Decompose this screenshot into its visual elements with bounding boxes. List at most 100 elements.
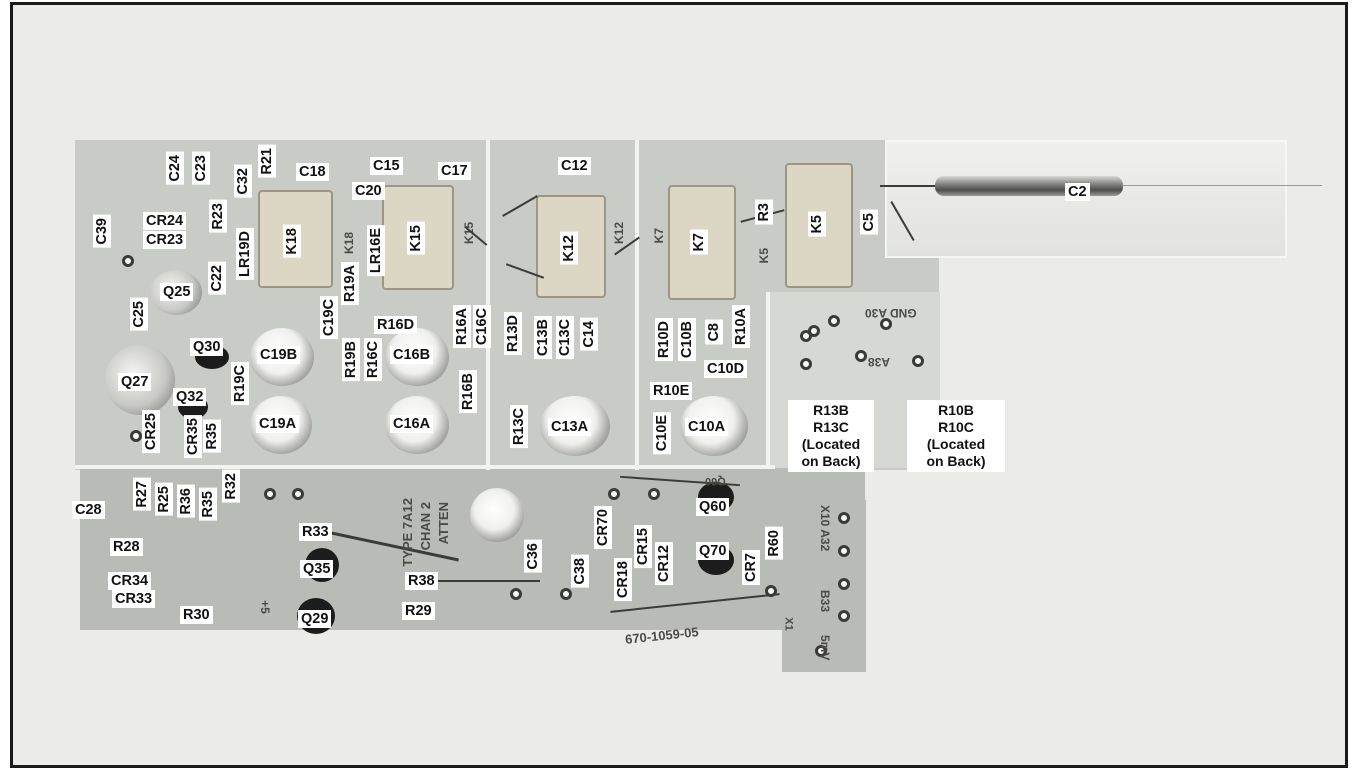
label-cr24: CR24 bbox=[143, 212, 187, 230]
label-r19b: R19B bbox=[342, 338, 360, 382]
silk-type: TYPE 7A12 bbox=[400, 498, 415, 567]
pad bbox=[800, 330, 812, 342]
label-lr16e: LR16E bbox=[367, 225, 385, 277]
label-r25: R25 bbox=[155, 483, 173, 516]
label-r16d: R16D bbox=[374, 316, 418, 334]
label-c8: C8 bbox=[705, 320, 723, 345]
note-line: (Located bbox=[926, 436, 986, 452]
lower-board-tab bbox=[782, 500, 866, 672]
label-c19c: C19C bbox=[320, 296, 338, 340]
pad bbox=[122, 255, 134, 267]
label-c5: C5 bbox=[860, 210, 878, 235]
label-r13c: R13C bbox=[510, 405, 528, 449]
label-c23: C23 bbox=[192, 152, 210, 185]
label-q27: Q27 bbox=[118, 373, 152, 391]
silk-b33: B33 bbox=[818, 590, 832, 613]
note-line: on Back) bbox=[801, 453, 861, 469]
label-r28: R28 bbox=[110, 538, 143, 556]
label-c17: C17 bbox=[438, 162, 471, 180]
silk-a38: A38 bbox=[868, 355, 891, 369]
relay-k7 bbox=[668, 185, 736, 300]
label-cr23: CR23 bbox=[143, 231, 187, 249]
label-c39: C39 bbox=[93, 215, 111, 248]
label-c38: C38 bbox=[571, 555, 589, 588]
label-cr34: CR34 bbox=[108, 572, 152, 590]
trace bbox=[420, 580, 540, 582]
label-r16b: R16B bbox=[459, 370, 477, 414]
board-divider bbox=[75, 465, 775, 469]
pad bbox=[608, 488, 620, 500]
board-divider bbox=[635, 140, 639, 470]
label-r35-upper: R35 bbox=[203, 420, 221, 453]
pad bbox=[855, 350, 867, 362]
note-r10-located-on-back: R10B R10C (Located on Back) bbox=[907, 400, 1005, 472]
label-r35: R35 bbox=[199, 488, 217, 521]
label-q30: Q30 bbox=[190, 338, 224, 356]
label-c13c: C13C bbox=[556, 316, 574, 360]
c2-lead bbox=[1122, 185, 1322, 186]
pad bbox=[838, 578, 850, 590]
label-k12: K12 bbox=[560, 232, 578, 265]
label-r38: R38 bbox=[405, 572, 438, 590]
pad bbox=[264, 488, 276, 500]
label-c19b: C19B bbox=[257, 346, 301, 364]
label-c10d: C10D bbox=[704, 360, 748, 378]
label-k7: K7 bbox=[690, 230, 708, 255]
note-line: on Back) bbox=[926, 453, 986, 469]
label-c36: C36 bbox=[524, 540, 542, 573]
label-c16b: C16B bbox=[390, 346, 434, 364]
silk-k5: K5 bbox=[757, 248, 771, 264]
silk-atten: ATTEN bbox=[436, 502, 451, 545]
label-r16c: R16C bbox=[364, 338, 382, 382]
silk-chan: CHAN 2 bbox=[418, 502, 433, 551]
c2-capacitor-body bbox=[935, 176, 1123, 196]
label-r10e: R10E bbox=[650, 382, 693, 400]
label-c28: C28 bbox=[72, 501, 105, 519]
silk-5mv: 5mV bbox=[818, 635, 832, 661]
label-k15: K15 bbox=[407, 222, 425, 255]
label-r27: R27 bbox=[133, 478, 151, 511]
pad bbox=[292, 488, 304, 500]
pad bbox=[130, 430, 142, 442]
label-c16a: C16A bbox=[390, 415, 434, 433]
label-r16a: R16A bbox=[453, 305, 471, 349]
pad bbox=[912, 355, 924, 367]
label-c13a: C13A bbox=[548, 418, 592, 436]
silk-k7: K7 bbox=[652, 228, 666, 244]
label-cr7: CR7 bbox=[742, 550, 760, 586]
label-c32: C32 bbox=[234, 165, 252, 198]
label-r21: R21 bbox=[258, 145, 276, 178]
silk-q60: Q60 bbox=[705, 475, 726, 487]
label-q32: Q32 bbox=[173, 388, 207, 406]
silk-x10: X10 A32 bbox=[818, 505, 832, 552]
label-lr19d: LR19D bbox=[236, 228, 254, 280]
pad bbox=[510, 588, 522, 600]
label-r19c: R19C bbox=[231, 362, 249, 406]
label-r13d: R13D bbox=[504, 312, 522, 356]
label-r36: R36 bbox=[177, 485, 195, 518]
note-line: R10C bbox=[938, 419, 974, 435]
label-cr25: CR25 bbox=[142, 410, 160, 454]
label-c2: C2 bbox=[1065, 183, 1090, 201]
silk-plus5: +5 bbox=[257, 600, 272, 614]
label-r33: R33 bbox=[299, 523, 332, 541]
note-r13-located-on-back: R13B R13C (Located on Back) bbox=[788, 400, 874, 472]
label-q35: Q35 bbox=[300, 560, 334, 578]
pad bbox=[815, 645, 827, 657]
label-cr35: CR35 bbox=[184, 415, 202, 459]
label-r29: R29 bbox=[402, 602, 435, 620]
label-cr12: CR12 bbox=[655, 542, 673, 586]
label-r32: R32 bbox=[222, 470, 240, 503]
label-c19a: C19A bbox=[256, 415, 300, 433]
label-c15: C15 bbox=[370, 157, 403, 175]
label-q25: Q25 bbox=[160, 283, 194, 301]
label-c10a: C10A bbox=[685, 418, 729, 436]
pad bbox=[838, 512, 850, 524]
note-line: R13C bbox=[813, 419, 849, 435]
silk-gnd: GND A30 bbox=[865, 306, 917, 320]
pad bbox=[838, 610, 850, 622]
label-c18: C18 bbox=[296, 163, 329, 181]
label-c10e: C10E bbox=[653, 412, 671, 455]
label-k18: K18 bbox=[283, 225, 301, 258]
label-cr33: CR33 bbox=[112, 590, 156, 608]
